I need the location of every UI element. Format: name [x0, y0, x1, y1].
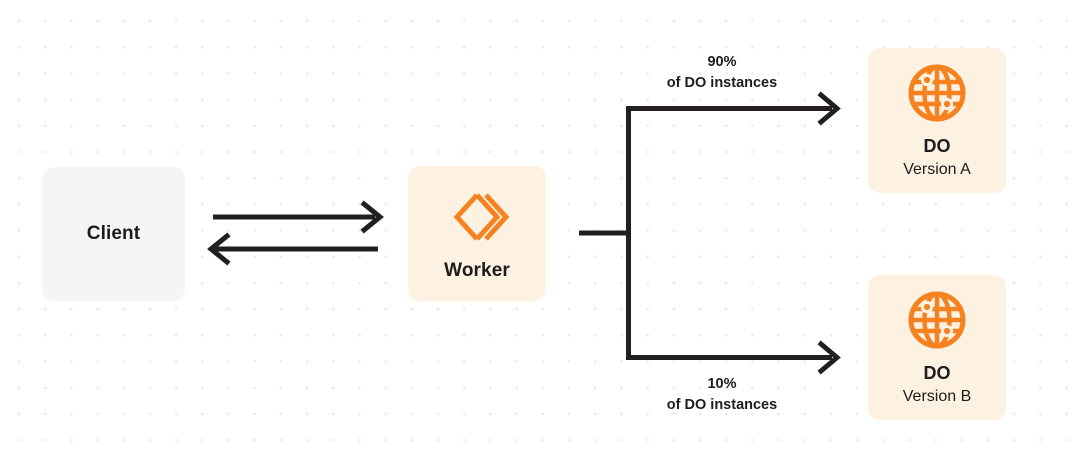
node-worker-label: Worker: [444, 260, 510, 282]
node-do-a: DO Version A: [868, 48, 1006, 193]
node-do-b: DO Version B: [868, 275, 1006, 420]
edge-label-do-a-caption: of DO instances: [666, 75, 778, 92]
edge-label-do-b: 10% of DO instances: [632, 374, 812, 416]
node-do-b-label: DO: [923, 362, 951, 383]
connector-worker-split: [579, 106, 631, 360]
node-client: Client: [42, 167, 185, 301]
durable-object-globe-icon: [907, 290, 967, 350]
node-do-a-label: DO: [923, 135, 951, 156]
durable-object-globe-icon: [907, 63, 967, 123]
edge-label-do-b-percent: 10%: [707, 376, 737, 392]
edge-label-do-a-percent: 90%: [707, 54, 737, 70]
edge-label-do-b-caption: of DO instances: [666, 397, 778, 414]
arrow-worker-to-client: [207, 232, 378, 266]
node-do-b-version: Version B: [902, 387, 972, 405]
cloudflare-workers-icon: [445, 185, 510, 249]
arrow-worker-to-do-a: [626, 91, 841, 126]
node-worker: Worker: [408, 166, 546, 301]
edge-label-do-a: 90% of DO instances: [632, 52, 812, 94]
arrow-client-to-worker: [213, 200, 384, 234]
node-client-label: Client: [86, 222, 141, 244]
arrow-worker-to-do-b: [626, 340, 841, 375]
node-do-a-version: Version A: [903, 160, 971, 178]
